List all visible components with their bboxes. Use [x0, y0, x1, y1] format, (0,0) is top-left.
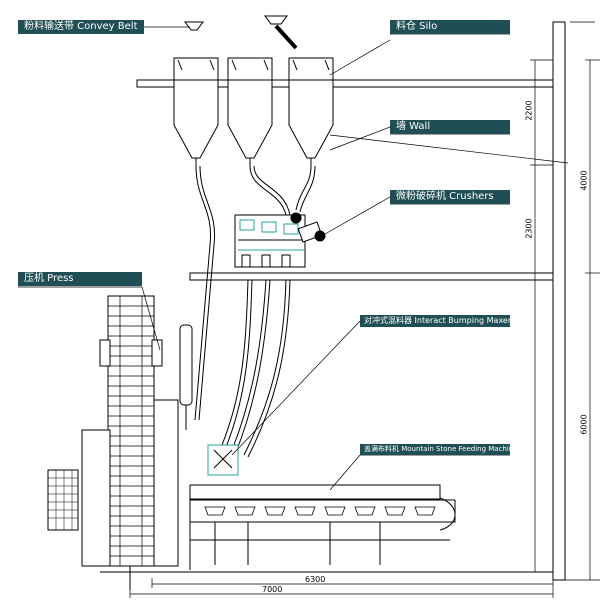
dimension-lines	[129, 21, 600, 598]
crushers-label: 微粉破碎机 Crushers	[390, 190, 510, 204]
upper-floor	[136, 79, 554, 88]
dimension-6300: 6300	[305, 575, 326, 584]
silo-3	[288, 57, 334, 166]
dimension-7000: 7000	[262, 585, 283, 594]
dimension-2200: 2200	[524, 100, 534, 121]
silo-2	[227, 57, 273, 166]
dimension-2300: 2300	[524, 218, 534, 239]
convey-belt-hoppers	[184, 15, 298, 50]
silo-label: 料仓 Silo	[390, 20, 510, 34]
building-wall	[552, 21, 566, 581]
feeding-machine	[189, 484, 456, 570]
mixer-machine	[207, 444, 239, 476]
dimension-6000: 6000	[579, 414, 589, 435]
mixer-label: 对冲式混料器 Interact Bumping Maxer	[360, 315, 511, 327]
feeder-label: 盖满布料机 Mountain Stone Feeding Machine	[360, 444, 518, 455]
wall-label: 墙 Wall	[390, 120, 510, 134]
convey-belt-label: 粉料输送带 Convey Belt	[18, 20, 144, 34]
press-label: 压机 Press	[18, 272, 142, 286]
silo-feed-pipes	[194, 165, 316, 421]
crushers-assembly	[234, 212, 326, 268]
press-machine	[47, 295, 193, 590]
lower-floor	[189, 272, 554, 281]
crusher-to-mixer-pipes	[221, 279, 291, 458]
leader-lines	[18, 26, 569, 491]
silo-1	[173, 57, 219, 166]
dimension-4000: 4000	[579, 170, 589, 191]
